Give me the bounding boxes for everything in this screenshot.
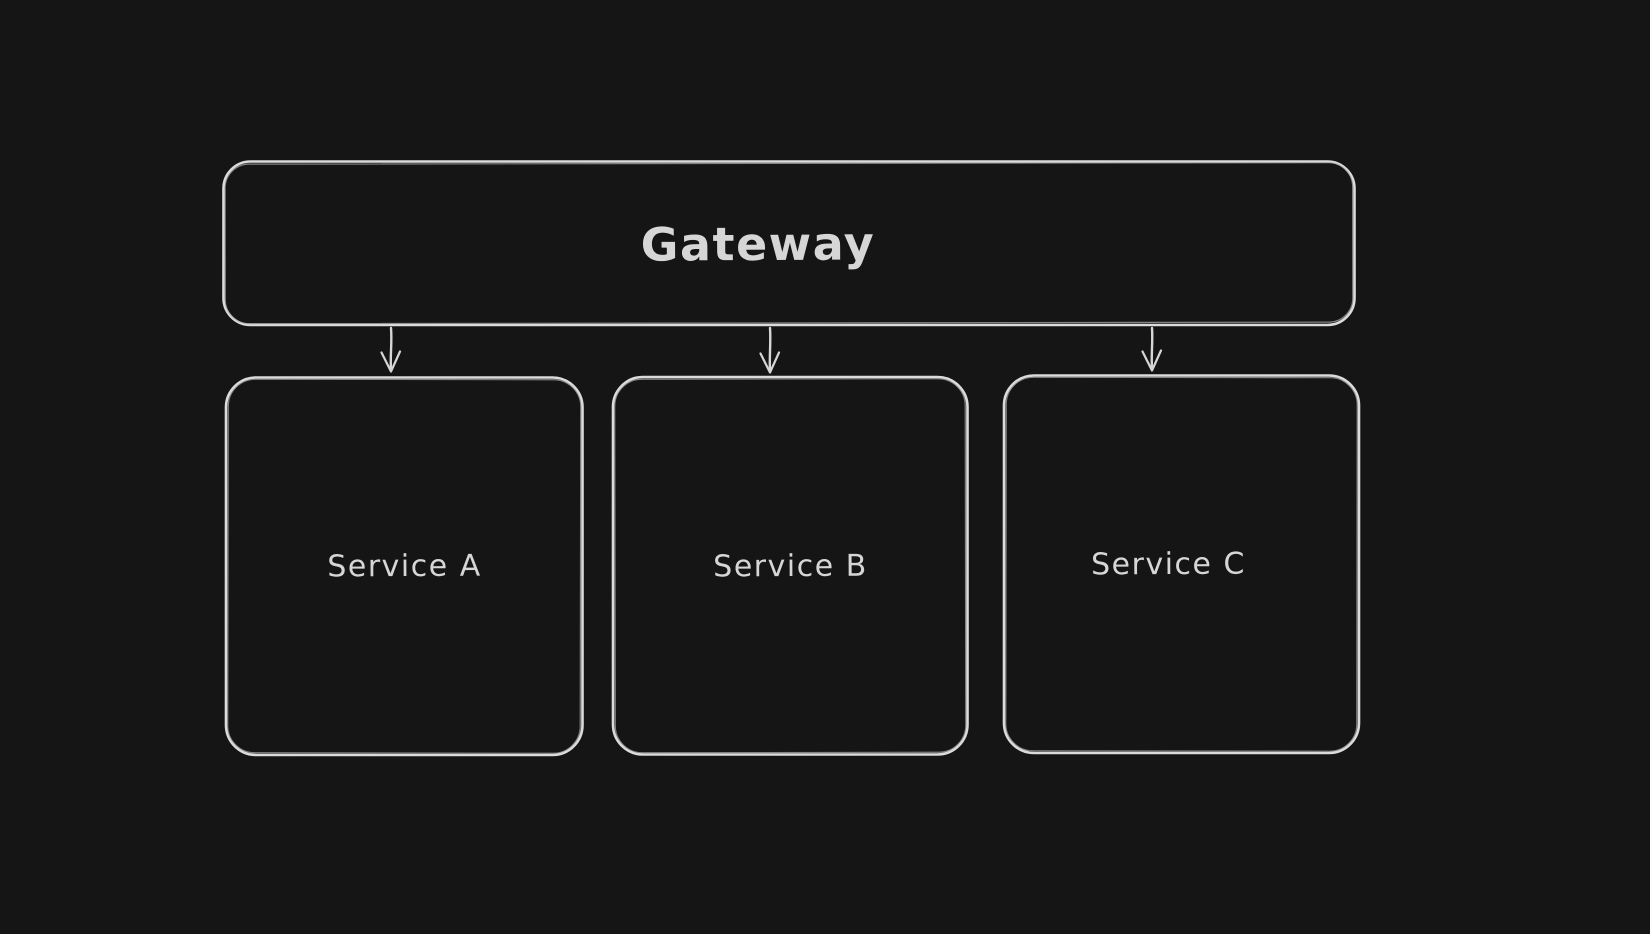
node-service-b-box[interactable]	[611, 375, 969, 756]
arrow-gateway-to-service-c[interactable]	[1141, 326, 1163, 372]
node-service-c-box[interactable]	[1002, 374, 1361, 755]
node-gateway-box[interactable]	[222, 160, 1356, 327]
arrow-gateway-to-service-b[interactable]	[759, 326, 781, 374]
arrow-gateway-to-service-a[interactable]	[380, 326, 402, 373]
node-service-a-box[interactable]	[224, 376, 584, 757]
